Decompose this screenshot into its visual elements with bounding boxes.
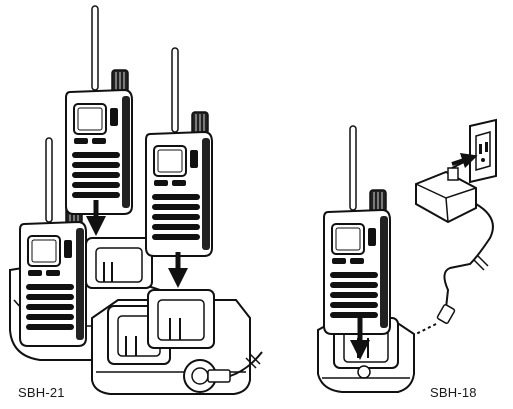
wall-outlet bbox=[469, 118, 497, 184]
adapter-cable bbox=[443, 203, 494, 309]
charger-base-front bbox=[91, 289, 251, 395]
ac-adapter bbox=[415, 161, 477, 224]
dc-plug-right bbox=[407, 304, 456, 339]
model-label-sbh21: SBH-21 bbox=[18, 385, 65, 400]
radio-right bbox=[323, 125, 391, 335]
dc-connector-plug bbox=[183, 351, 263, 393]
radio-top-right bbox=[145, 47, 213, 257]
radio-top-left bbox=[65, 5, 133, 215]
plug-arrow bbox=[451, 152, 478, 169]
model-label-sbh18: SBH-18 bbox=[430, 385, 477, 400]
